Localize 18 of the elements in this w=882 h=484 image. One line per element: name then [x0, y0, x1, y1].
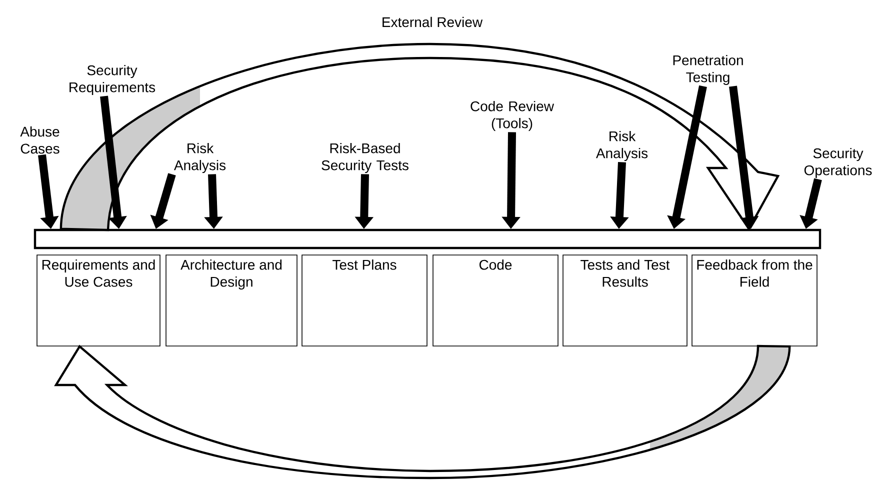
- arc-label: External Review: [382, 16, 483, 28]
- timeline-bar: [34, 228, 822, 250]
- phase-box: Test Plans: [302, 254, 428, 346]
- activity-label: Penetration Testing: [673, 54, 743, 86]
- phase-box: Requirements and Use Cases: [36, 254, 160, 346]
- phase-box: Feedback from the Field: [692, 254, 818, 346]
- activity-label: Risk Analysis: [596, 130, 648, 162]
- phase-box: Architecture and Design: [166, 254, 298, 346]
- activity-label: Risk-Based Security Tests: [322, 142, 408, 174]
- activity-label: Abuse Cases: [20, 126, 60, 154]
- block-arrow: [54, 344, 791, 480]
- activity-label: Code Review (Tools): [470, 100, 554, 132]
- activity-label: Risk Analysis: [174, 142, 226, 174]
- phase-box: Code: [432, 254, 558, 346]
- activity-label: Security Requirements: [70, 64, 156, 96]
- block-arrow: [60, 42, 780, 232]
- phase-box: Tests and Test Results: [562, 254, 688, 346]
- activity-label: Security Operations: [804, 148, 872, 178]
